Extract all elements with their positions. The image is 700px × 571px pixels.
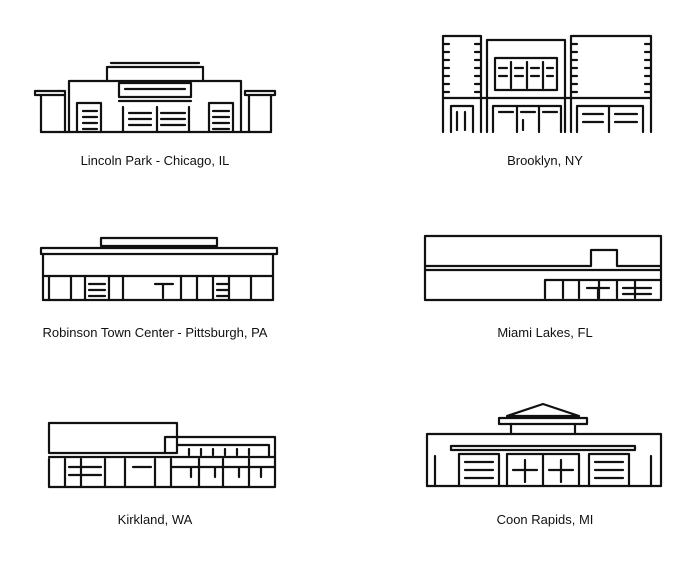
location-label: Brooklyn, NY xyxy=(507,153,583,168)
location-card-miami-lakes: Miami Lakes, FL xyxy=(395,228,695,348)
location-card-lincoln-park: Lincoln Park - Chicago, IL xyxy=(5,55,305,175)
location-card-brooklyn: Brooklyn, NY xyxy=(395,30,695,175)
location-label: Robinson Town Center - Pittsburgh, PA xyxy=(42,325,268,340)
location-card-coon-rapids: Coon Rapids, MI xyxy=(395,400,695,535)
storefront-icon xyxy=(423,234,663,302)
location-label: Coon Rapids, MI xyxy=(496,512,594,527)
location-label: Miami Lakes, FL xyxy=(497,325,593,340)
storefront-icon xyxy=(39,236,279,302)
location-card-kirkland: Kirkland, WA xyxy=(5,415,305,535)
storefront-icon xyxy=(441,34,653,134)
location-card-robinson: Robinson Town Center - Pittsburgh, PA xyxy=(5,228,305,348)
location-label: Kirkland, WA xyxy=(117,512,193,527)
storefront-icon xyxy=(425,402,663,488)
storefront-icon xyxy=(47,421,277,489)
storefront-icon xyxy=(33,61,277,134)
location-label: Lincoln Park - Chicago, IL xyxy=(80,153,230,168)
